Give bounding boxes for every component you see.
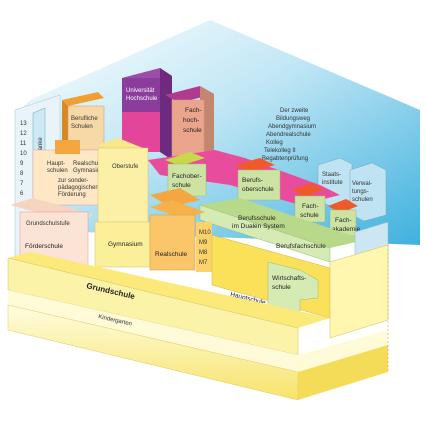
m9-label: M9 [199,240,208,246]
realschule-gymnasium-label-1: Realschule [73,161,103,167]
realschule-face [149,214,196,271]
m8-label: M8 [199,250,208,256]
verwaltungsschulen-label-1: Verwal- [352,181,372,187]
verwaltungsschulen-label-3: schulen [352,197,373,203]
realschule-cap [150,188,200,207]
realschule-gymnasium-label-2: Gymnasium [73,168,105,174]
grundschule-top [8,252,330,328]
universitaet-side [160,68,172,160]
berufliche-schulen-top [62,92,104,106]
gymnasium-face [94,221,151,268]
fachhochschule-label-2: hoch- [183,117,199,124]
svg-text:12: 12 [20,131,27,137]
oberstufe-label: Oberstufe [112,164,139,170]
berufliche-schulen-label-1: Berufliche [71,116,98,122]
haupt-schulen-label-2: schulen [47,168,68,174]
svg-text:Telekolleg II: Telekolleg II [264,148,296,154]
staatsinstitute-label-2: institute [322,180,343,186]
svg-text:Abendgymnasium: Abendgymnasium [268,124,316,130]
foerderschule-label: Förderschule [25,243,63,250]
svg-text:Der zweite: Der zweite [280,108,309,114]
berufsoberschule-label-1: Berufs- [242,177,263,184]
fachschule-top [292,183,324,197]
svg-text:8: 8 [20,171,24,177]
berufsoberschule-top [235,158,275,172]
verwaltungsschulen-label-2: tungs- [352,189,369,195]
svg-text:7: 7 [20,181,24,187]
berufsschule-band [200,198,365,248]
fachakademie-label-2: akademie [332,226,361,233]
right-tail-block [329,244,389,339]
m-column [196,222,212,272]
wirtschaftsschule-label-1: Wirtschafts- [272,275,306,282]
left-scale: 13 12 11 10 9 8 7 6 [20,121,27,197]
fachhochschule-face [171,99,205,161]
hochschule-label: Hochschule [126,96,158,102]
svg-text:Bildungsweg: Bildungsweg [276,116,310,122]
svg-text:Kolleg: Kolleg [266,140,283,146]
berufsschule-dual-label-2: im Dualen System [232,223,285,230]
realschule-top [150,200,205,219]
svg-text:11: 11 [20,141,27,147]
fachhochschule-label-3: schule [183,127,202,134]
fachoberschule-label-2: schule [172,182,191,189]
zweiter-bildungsweg-text: Der zweite Bildungsweg Abendgymnasium Ab… [262,108,316,162]
berufsschule-dual-label-1: Berufsschule [238,215,276,222]
universitaet-label: Universität [126,88,155,94]
fachschule-label-2: schule [300,212,319,219]
fachoberschule-top [165,152,205,166]
svg-text:Begabtenprüfung: Begabtenprüfung [262,156,308,162]
berufliche-schulen-front [62,100,68,150]
fachoberschule-label-1: Fachober- [172,173,202,180]
left-orange-cap [55,140,80,154]
fachschule-label-1: Fach- [302,203,319,210]
svg-text:Abendrealschule: Abendrealschule [266,132,311,138]
wirtschaftsschule-label-2: schule [272,284,291,291]
realschule-label: Realschule [155,251,188,258]
grundschulstufe-label: Grundschulstufe [26,221,70,227]
svg-text:9: 9 [20,161,24,167]
svg-text:13: 13 [20,121,27,127]
berufsoberschule-label-2: oberschule [242,186,274,193]
fachakademie-top [328,199,358,213]
berufsfachschule-label: Berufsfachschule [276,243,326,250]
sonderpaed-label-1: zur sonder- [58,178,88,184]
berufsoberschule-face [237,169,281,201]
svg-text:6: 6 [20,191,24,197]
kindergarten-side [298,345,388,400]
sonderpaed-label-2: pädagogischen [58,185,99,191]
m7-label: M7 [199,260,208,266]
left-schools-face [32,149,106,206]
fachhochschule-label-1: Fach- [185,107,202,114]
sonderpaed-label-3: Förderung [58,192,86,198]
staatsinstitute-label-1: Staats- [322,172,341,178]
haupt-schulen-label-1: Haupt- [47,161,65,167]
svg-text:10: 10 [20,151,27,157]
gymnasium-label: Gymnasium [108,241,143,248]
m10-label: M10 [199,230,211,236]
berufliche-schulen-label-2: Schulen [71,124,93,130]
fachakademie-label-1: Fach- [335,217,352,224]
fachschule-face [294,195,326,223]
